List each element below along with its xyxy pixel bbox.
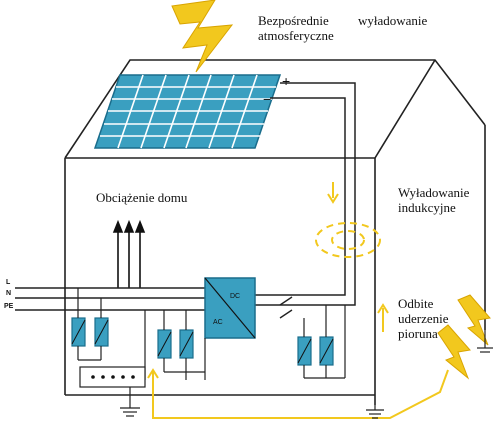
solar-panel (93, 74, 282, 149)
reflected-label-line1: Odbite (398, 296, 434, 311)
reflected-lightning-bolt-icon (457, 294, 491, 346)
ground-symbol-far-right-icon (477, 330, 493, 353)
mains-wires (15, 287, 205, 311)
reflected-lightning-bolt-lower-icon (437, 324, 471, 380)
spd-middle-wiring (144, 310, 206, 380)
grounding-bar (79, 366, 146, 388)
house-load-label: Obciążenie domu (96, 190, 188, 205)
wire-label-n: N (6, 290, 12, 297)
house-outline (64, 59, 486, 405)
direct-lightning-label-line1: Bezpośrednie (258, 13, 329, 28)
spd-right-marks (297, 338, 334, 364)
spd-left-wiring (77, 288, 102, 360)
induction-arrow-icon (327, 182, 339, 204)
inverter-dc-label: DC (230, 293, 240, 300)
induced-label-line1: Wyładowanie (398, 185, 470, 200)
spd-right-wiring (303, 305, 346, 379)
panel-plus-terminal: + (282, 73, 290, 89)
roof-back (64, 59, 486, 159)
wire-label-pe: PE (4, 303, 14, 310)
ground-surge-arrow-icon (147, 368, 159, 410)
reflected-label-line2: uderzenie (398, 311, 449, 326)
direct-lightning-bolt-icon (171, 0, 234, 73)
panel-minus-terminal: − (263, 91, 271, 107)
induced-label-line2: indukcyjne (398, 200, 456, 215)
reflected-label-line3: pioruna (398, 326, 438, 341)
ground-surge-path (152, 369, 449, 419)
dc-wires (245, 82, 356, 306)
house-load-arrows (112, 219, 146, 288)
spd-right-pair (297, 336, 334, 366)
reflected-arrow-icon (377, 303, 389, 332)
direct-lightning-label-line2: atmosferyczne (258, 28, 334, 43)
spd-left-pair (71, 317, 109, 347)
dc-switch (279, 296, 293, 319)
spd-middle-pair (157, 329, 194, 359)
direct-lightning-label-word2: wyładowanie (358, 13, 428, 28)
inverter-ac-label: AC (213, 319, 223, 326)
wire-label-l: L (6, 279, 11, 286)
ground-wiring (78, 359, 140, 417)
ground-symbol-right-icon (366, 405, 384, 419)
induction-rings-icon (315, 222, 381, 258)
spd-left-marks (71, 319, 109, 345)
spd-middle-marks (157, 331, 194, 357)
inverter-box (204, 277, 256, 339)
